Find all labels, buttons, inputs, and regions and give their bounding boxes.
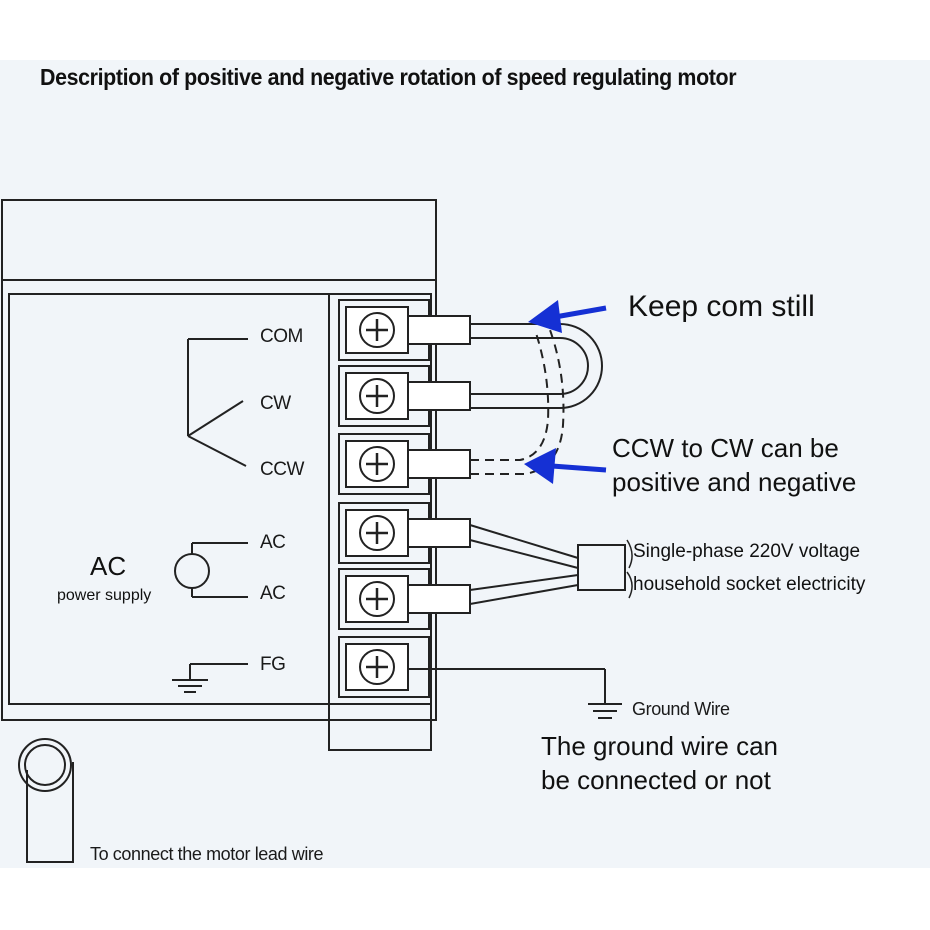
wire-lug bbox=[407, 584, 471, 614]
page-title: Description of positive and negative rot… bbox=[40, 64, 737, 90]
ground-symbol-icon bbox=[172, 663, 248, 693]
arrow-left-icon bbox=[528, 300, 607, 333]
terminal-ccw-3 bbox=[338, 433, 471, 495]
ground-wire-label: Ground Wire bbox=[632, 699, 730, 719]
motor-connector bbox=[18, 738, 74, 863]
terminal-label-cw: CW bbox=[260, 393, 291, 414]
wire-lug bbox=[407, 381, 471, 411]
terminal-screw-icon bbox=[359, 581, 395, 617]
terminal-ac-5 bbox=[338, 568, 471, 630]
ground-note-line2: be connected or not bbox=[541, 765, 771, 795]
terminal-label-ac-2: AC bbox=[260, 583, 286, 604]
wire-lug bbox=[407, 315, 471, 345]
ccw-cw-note-line2: positive and negative bbox=[612, 467, 857, 497]
terminal-label-com: COM bbox=[260, 326, 303, 347]
terminal-screw-icon bbox=[359, 515, 395, 551]
supply-cable bbox=[469, 524, 626, 605]
ccw-dashed-route bbox=[470, 329, 565, 475]
terminal-screw-icon bbox=[359, 446, 395, 482]
ground-wire bbox=[408, 668, 622, 719]
terminal-screw-icon bbox=[359, 378, 395, 414]
com-cw-jumper bbox=[470, 323, 603, 409]
switch-symbol-icon bbox=[187, 338, 248, 467]
supply-note-line1: Single-phase 220V voltage bbox=[633, 541, 861, 562]
terminal-label-ac-1: AC bbox=[260, 532, 286, 553]
keep-com-note: Keep com still bbox=[628, 290, 815, 323]
supply-cable-bracket bbox=[626, 539, 633, 599]
power-label-ac: AC bbox=[90, 551, 127, 581]
terminal-com-1 bbox=[338, 299, 471, 361]
wire-lug bbox=[407, 518, 471, 548]
terminal-screw-icon bbox=[359, 312, 395, 348]
terminal-screw-icon bbox=[359, 649, 395, 685]
terminal-fg-6 bbox=[338, 636, 430, 698]
terminal-label-ccw: CCW bbox=[260, 459, 304, 480]
ac-source-icon bbox=[174, 542, 248, 598]
motor-lead-label: To connect the motor lead wire bbox=[90, 844, 324, 864]
supply-note-line2: household socket electricity bbox=[633, 574, 866, 595]
ground-note-line1: The ground wire can bbox=[541, 731, 779, 761]
terminal-label-fg: FG bbox=[260, 654, 286, 675]
terminal-cw-2 bbox=[338, 365, 471, 427]
arrow-left-icon bbox=[524, 448, 607, 484]
wire-lug bbox=[407, 449, 471, 479]
power-label-sub: power supply bbox=[57, 587, 152, 604]
terminal-ac-4 bbox=[338, 502, 471, 564]
ccw-cw-note-line1: CCW to CW can be bbox=[612, 433, 839, 463]
terminal-block bbox=[338, 299, 471, 698]
controller-box bbox=[1, 199, 437, 751]
